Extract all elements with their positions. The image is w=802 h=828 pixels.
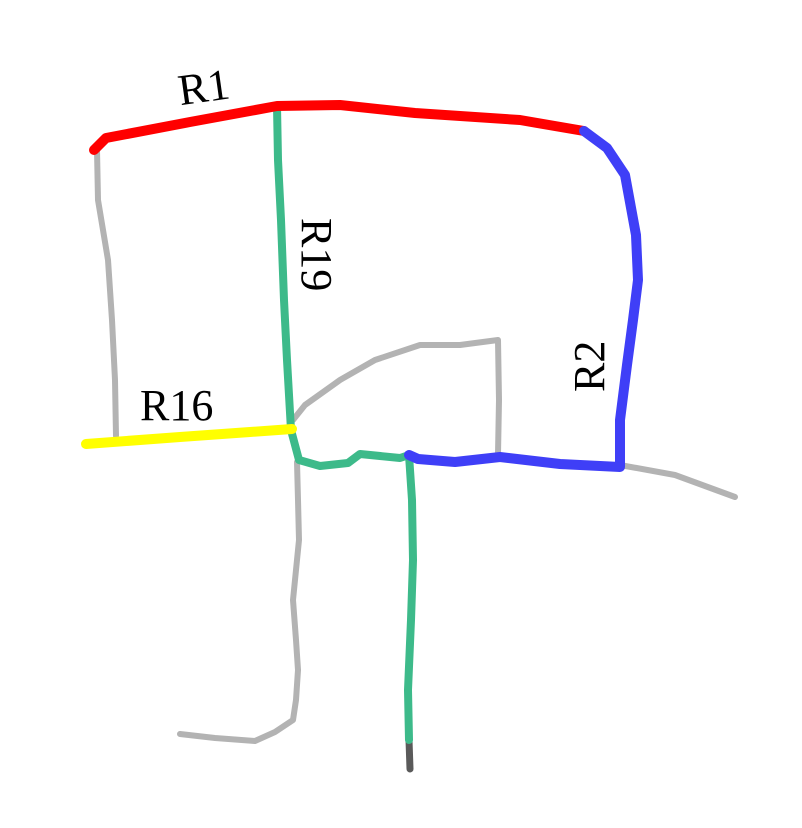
east-road bbox=[617, 462, 738, 500]
route-r16-label: R16 bbox=[140, 381, 213, 430]
route-r19-north-segment bbox=[273, 102, 413, 470]
route-r1-label: R1 bbox=[175, 60, 233, 116]
route-r19[interactable] bbox=[273, 102, 417, 744]
route-r2-line[interactable] bbox=[404, 126, 643, 472]
route-r16-line[interactable] bbox=[81, 424, 297, 449]
unnamed-roads bbox=[94, 147, 738, 744]
route-r1-line[interactable] bbox=[89, 100, 589, 155]
route-r19-south-segment bbox=[404, 451, 417, 744]
road-end-stub bbox=[405, 736, 414, 773]
route-r19-label: R19 bbox=[292, 218, 341, 291]
route-r2-label: R2 bbox=[565, 341, 614, 392]
loop-road bbox=[290, 337, 502, 457]
southwest-road bbox=[177, 459, 302, 744]
west-connector-road bbox=[94, 147, 119, 439]
